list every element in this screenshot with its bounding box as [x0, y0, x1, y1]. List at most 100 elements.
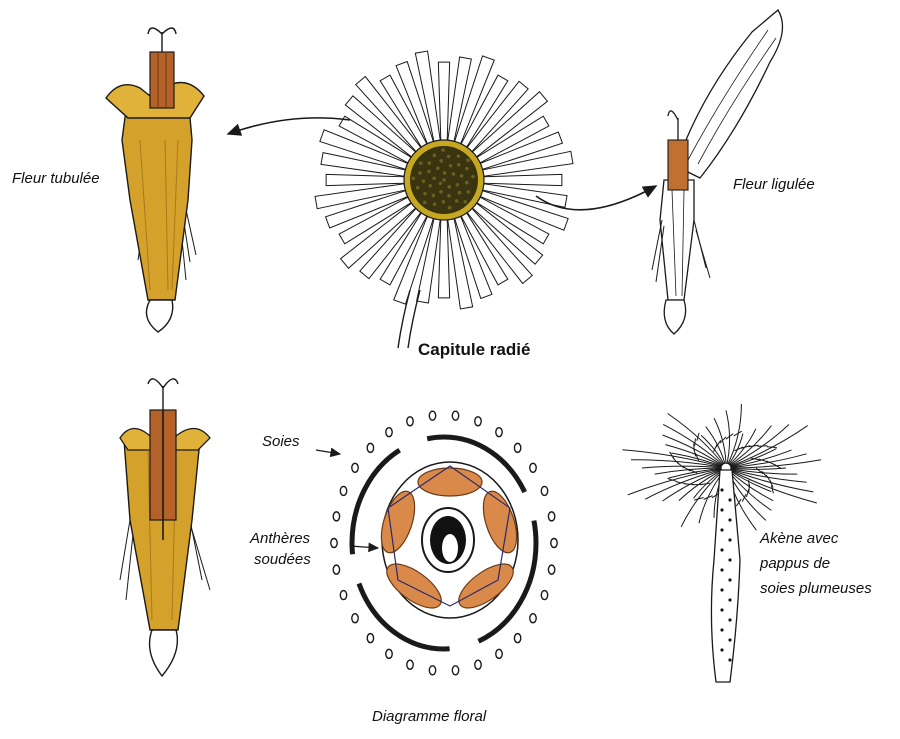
achene-bump — [728, 618, 731, 621]
disc-floret — [423, 192, 427, 196]
bristle-dot — [530, 463, 536, 472]
bristle-dot — [548, 565, 554, 574]
disc-floret — [447, 194, 451, 198]
disc-floret — [457, 163, 461, 167]
achene-bump — [728, 658, 731, 661]
achene-bump — [720, 628, 723, 631]
ray-floret — [438, 62, 449, 140]
disc-floret — [465, 181, 469, 185]
disc-floret — [456, 183, 460, 187]
disc-floret — [457, 154, 461, 158]
disc-floret — [433, 154, 437, 158]
disc-floret — [455, 199, 459, 203]
achene-bump — [720, 488, 723, 491]
bristle-dot — [452, 666, 458, 675]
ray-floret — [326, 174, 404, 185]
achene-bump — [728, 498, 731, 501]
label-achene-2: pappus de — [760, 555, 830, 572]
achene-bump — [728, 538, 731, 541]
label-bristles: Soies — [262, 433, 300, 450]
disc-floret — [463, 200, 467, 204]
disc-floret — [447, 185, 451, 189]
achene-bump — [728, 638, 731, 641]
bristle-dot — [514, 634, 520, 643]
label-anthers-1: Anthères — [250, 530, 310, 547]
label-anthers-2: soudées — [254, 551, 311, 568]
bristle-dot — [367, 634, 373, 643]
disc-floret — [411, 176, 415, 180]
label-ligulate-flower: Fleur ligulée — [733, 176, 815, 193]
achene-bump — [728, 518, 731, 521]
disc-floret — [447, 155, 451, 159]
achene-bump — [728, 598, 731, 601]
bristle-dot — [541, 591, 547, 600]
pappus-branch — [767, 447, 777, 448]
disc-floret — [441, 148, 445, 152]
bristle-dot — [331, 539, 337, 548]
bristle-dot — [386, 428, 392, 437]
flower-section-drawing — [120, 379, 210, 676]
bristle-dot — [407, 417, 413, 426]
achene-bump — [720, 588, 723, 591]
bristle-dot — [475, 417, 481, 426]
pappus-branch — [684, 484, 694, 485]
disc-floret — [439, 190, 443, 194]
achene-bump — [720, 548, 723, 551]
disc-floret — [416, 186, 420, 190]
bristle-dot — [407, 660, 413, 669]
disc-floret — [471, 175, 475, 179]
ray-floret — [438, 220, 449, 298]
bristle-dot — [340, 591, 346, 600]
bristle-dot — [386, 649, 392, 658]
achene-bump — [720, 608, 723, 611]
bristle-dot — [340, 486, 346, 495]
bristle-dot — [452, 411, 458, 420]
disc-floret — [423, 201, 427, 205]
bristle-dot — [541, 486, 547, 495]
bristle-dot — [514, 443, 520, 452]
disc-floret — [452, 172, 456, 176]
achene-bump — [720, 528, 723, 531]
arrow-to-tubular — [228, 118, 350, 134]
bristle-dot — [496, 428, 502, 437]
achene-bump — [720, 568, 723, 571]
bristle-dot — [530, 614, 536, 623]
bristle-dot — [367, 443, 373, 452]
disc-floret — [439, 159, 443, 163]
label-floral-diagram: Diagramme floral — [372, 708, 486, 725]
label-achene-1: Akène avec — [760, 530, 838, 547]
disc-floret — [427, 170, 431, 174]
disc-floret — [428, 161, 432, 165]
disc-floret — [465, 167, 469, 171]
bristle-dot — [429, 666, 435, 675]
bristle-dot — [496, 649, 502, 658]
label-tubular-flower: Fleur tubulée — [12, 170, 100, 187]
arrow-bristles — [316, 450, 340, 454]
ray-floret — [484, 174, 562, 185]
achene-bump — [720, 508, 723, 511]
pappus-branch — [694, 444, 695, 452]
disc-floret — [418, 171, 422, 175]
disc-floret — [422, 179, 426, 183]
disc-floret — [448, 206, 452, 210]
tubular-flower-drawing — [106, 28, 204, 332]
bristle-dot — [551, 539, 557, 548]
bristle-dot — [333, 565, 339, 574]
disc-floret — [439, 182, 443, 186]
bristle-dot — [333, 512, 339, 521]
disc-floret — [449, 164, 453, 168]
disc-floret — [466, 158, 470, 162]
bristle-dot — [352, 463, 358, 472]
bristle-dot — [475, 660, 481, 669]
disc-floret — [436, 167, 440, 171]
disc-floret — [466, 190, 470, 194]
ligulate-flower-drawing — [652, 10, 783, 334]
disc-floret — [442, 178, 446, 182]
disc-floret — [433, 202, 437, 206]
pappus-branch — [695, 438, 696, 446]
disc-floret — [428, 184, 432, 188]
disc-floret — [460, 174, 464, 178]
disc-floret — [432, 176, 436, 180]
label-capitulum: Capitule radié — [418, 340, 530, 360]
disc-floret — [442, 200, 446, 204]
